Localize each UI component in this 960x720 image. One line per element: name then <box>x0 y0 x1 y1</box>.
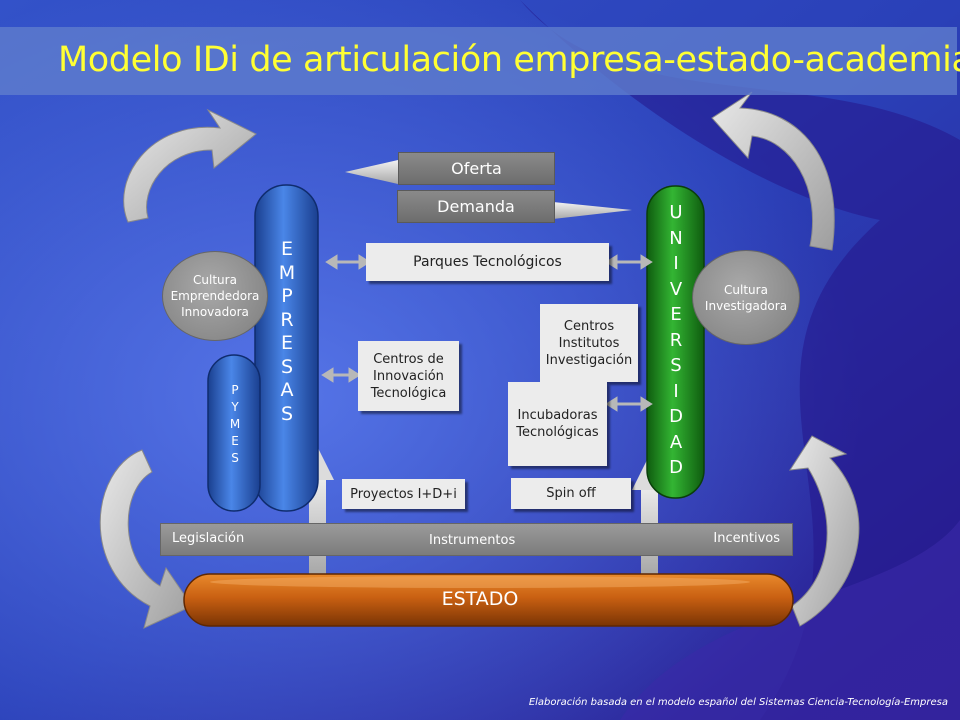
universidad-pill <box>646 185 705 499</box>
spin-off-label: Spin off <box>546 486 596 501</box>
spin-off-box: Spin off <box>511 478 631 509</box>
pymes-letter: S <box>231 451 239 465</box>
empresas-label: E M P R E S A S <box>270 238 304 426</box>
empresas-letter: S <box>280 355 294 378</box>
instrumentos-label: Instrumentos <box>429 533 516 548</box>
demanda-arrow <box>553 202 632 219</box>
oferta-box: Oferta <box>398 152 555 185</box>
pymes-letter: P <box>231 383 239 397</box>
empresas-letter: E <box>280 332 293 354</box>
universidad-letter: R <box>669 329 683 351</box>
pymes-letter: M <box>229 417 241 431</box>
universidad-letter: S <box>670 355 682 376</box>
empresas-letter: M <box>278 261 296 284</box>
double-arrow-parques-right <box>605 254 653 270</box>
centros-institutos-line: Investigación <box>545 352 633 368</box>
empresas-letter: R <box>280 308 294 331</box>
empresas-pill <box>254 184 319 512</box>
pymes-letter: Y <box>231 400 239 414</box>
double-arrow-centros-innovacion <box>321 367 361 383</box>
curved-arrow-top-left <box>123 108 257 223</box>
cultura-investigadora-line: Investigadora <box>704 298 788 313</box>
proyectos-label: Proyectos I+D+i <box>350 486 457 502</box>
centros-innovacion-line: Innovación <box>373 368 444 384</box>
empresas-letter: P <box>281 285 293 307</box>
universidad-letter: N <box>669 227 683 249</box>
double-arrow-incubadoras <box>605 396 653 412</box>
estado-label: ESTADO <box>441 588 519 610</box>
parques-label: Parques Tecnológicos <box>413 253 562 270</box>
empresas-letter: A <box>280 379 294 401</box>
universidad-letter: V <box>669 278 683 300</box>
incubadoras-line: Tecnológicas <box>516 425 599 440</box>
cultura-investigadora-circle: Cultura Investigadora <box>692 250 800 345</box>
cultura-emprendedora-line: Emprendedora <box>170 289 260 303</box>
pymes-label: P Y M E S <box>224 382 246 467</box>
curved-arrow-bottom-left <box>99 449 193 629</box>
universidad-letter: I <box>673 253 679 274</box>
legislacion-label: Legislación <box>172 531 245 546</box>
centros-innovacion-line: Tecnológica <box>370 385 447 401</box>
curved-arrow-top-right <box>711 91 835 251</box>
cultura-emprendedora-line: Innovadora <box>181 305 249 319</box>
cultura-investigadora-line: Cultura <box>724 282 768 297</box>
centros-institutos-line: Centros <box>563 318 615 334</box>
demanda-label: Demanda <box>437 197 515 216</box>
centros-innovacion-box: Centros de Innovación Tecnológica <box>358 341 459 411</box>
title-bar <box>0 27 957 95</box>
empresas-letter: E <box>280 238 293 260</box>
demanda-box: Demanda <box>397 190 555 223</box>
oferta-label: Oferta <box>451 159 502 178</box>
oferta-arrow <box>345 160 398 184</box>
double-arrow-parques-left <box>325 254 371 270</box>
universidad-label: U N I V E R S I D A D <box>659 200 693 481</box>
incubadoras-box: Incubadoras Tecnológicas <box>508 382 607 466</box>
cultura-emprendedora-circle: Cultura Emprendedora Innovadora <box>162 251 268 341</box>
universidad-letter: D <box>669 457 683 478</box>
universidad-letter: I <box>673 380 679 402</box>
empresas-letter: S <box>280 402 294 425</box>
centros-innovacion-line: Centros de <box>373 351 444 367</box>
pymes-pill <box>207 354 261 512</box>
universidad-letter: D <box>669 406 683 427</box>
incentivos-label: Incentivos <box>713 531 780 546</box>
cultura-emprendedora-line: Cultura <box>193 273 237 287</box>
pymes-letter: E <box>231 434 239 448</box>
source-footnote: Elaboración basada en el modelo español … <box>528 697 948 708</box>
centros-institutos-line: Institutos <box>558 335 620 351</box>
universidad-letter: E <box>670 304 682 325</box>
instrumentos-bar: Legislación Instrumentos Incentivos <box>160 523 793 556</box>
estado-capsule <box>183 573 794 627</box>
curved-arrow-bottom-right <box>789 435 860 627</box>
parques-tecnologicos-box: Parques Tecnológicos <box>366 243 609 281</box>
proyectos-box: Proyectos I+D+i <box>342 479 465 509</box>
universidad-letter: A <box>669 431 683 453</box>
universidad-letter: U <box>669 202 683 223</box>
centros-institutos-box: Centros Institutos Investigación <box>540 304 638 382</box>
incubadoras-line: Incubadoras <box>517 408 598 423</box>
page-title: Modelo IDi de articulación empresa-estad… <box>58 40 960 80</box>
